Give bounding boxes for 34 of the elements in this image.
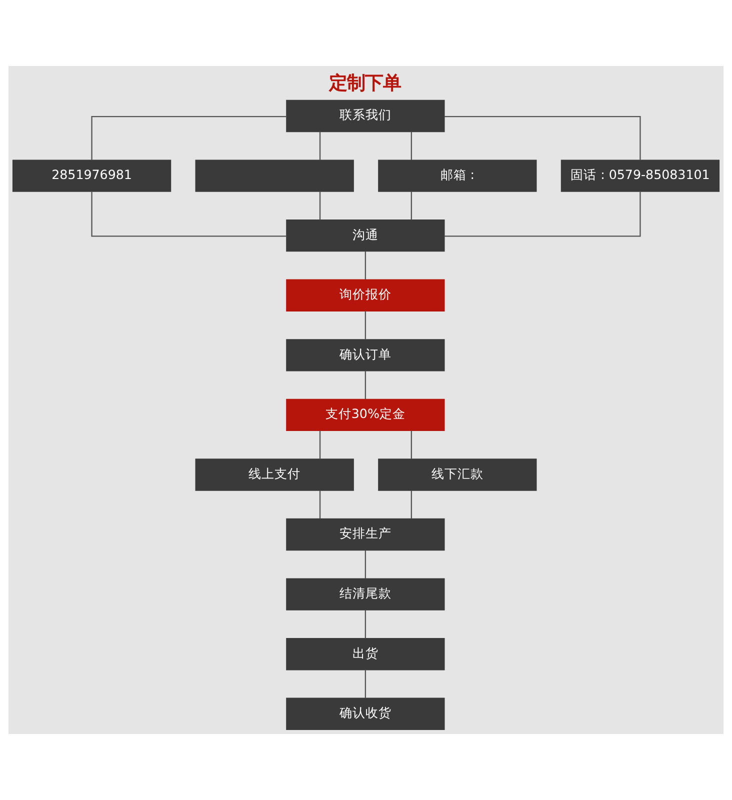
node-box: 沟通: [286, 220, 445, 252]
node-box: 确认收货: [286, 698, 445, 730]
connector: [319, 132, 321, 160]
node-box: 安排生产: [286, 518, 445, 551]
node-box: 联系我们: [286, 100, 445, 132]
node-box: 邮箱 :: [378, 160, 537, 192]
connector: [410, 132, 412, 160]
node-box: 2851976981: [12, 160, 172, 192]
connector: [364, 370, 366, 400]
diagram-title: 定制下单: [329, 72, 402, 94]
connector: [364, 251, 366, 280]
connector: [364, 610, 366, 638]
connector: [319, 430, 321, 459]
connector: [444, 191, 641, 237]
node-box: 线下汇款: [378, 458, 537, 491]
node-box: 询价报价: [286, 279, 445, 312]
node-box: 确认订单: [286, 339, 445, 372]
connector: [91, 191, 287, 237]
connector: [444, 116, 641, 160]
connector: [364, 550, 366, 578]
node-box: 固话 : 0579-85083101: [560, 160, 720, 192]
connector: [364, 311, 366, 340]
connector: [410, 430, 412, 459]
connector: [319, 192, 321, 220]
connector: [410, 490, 412, 519]
node-box: [195, 160, 354, 192]
node-box: 结清尾款: [286, 578, 445, 610]
connector: [364, 670, 366, 698]
node-box: 出货: [286, 638, 445, 670]
node-box: 支付30%定金: [286, 398, 445, 432]
connector: [91, 116, 287, 160]
connector: [410, 192, 412, 220]
node-box: 线上支付: [195, 458, 354, 491]
connector: [319, 490, 321, 519]
